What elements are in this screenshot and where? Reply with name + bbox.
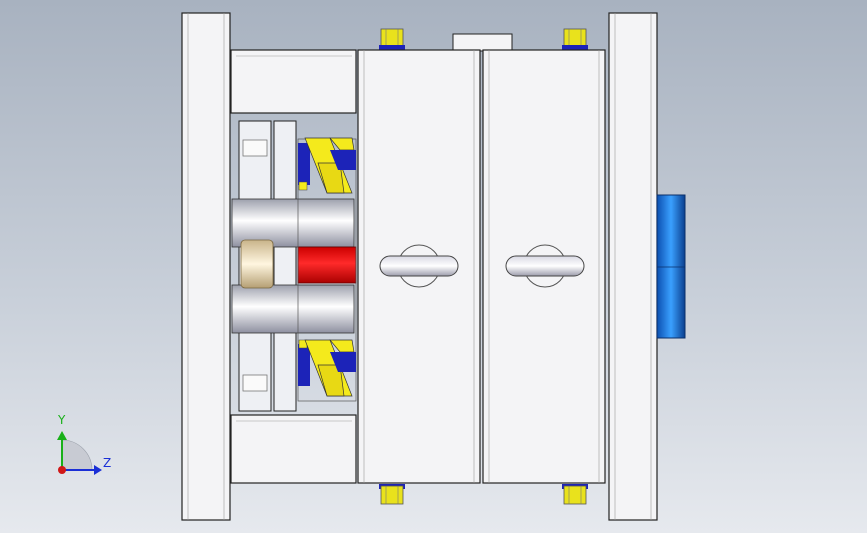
guide-bushing[interactable] — [240, 239, 274, 289]
z-axis-label: Z — [103, 456, 112, 470]
return-pin-lower[interactable] — [231, 284, 355, 334]
nut-bottom-right-icon — [562, 484, 588, 505]
nut-top-right-icon — [562, 28, 588, 50]
y-axis-label: Y — [58, 413, 66, 427]
sprue-puller-red[interactable] — [297, 246, 357, 284]
top-center-tab[interactable] — [452, 33, 513, 52]
locating-ring[interactable] — [656, 194, 686, 339]
lower-spring — [298, 339, 356, 397]
nut-bottom-left-icon — [379, 484, 405, 505]
bottom-spacer-block[interactable] — [230, 414, 357, 484]
core-plate-handle-icon[interactable] — [379, 244, 459, 288]
ejector-plate[interactable] — [273, 120, 297, 412]
return-pin-upper[interactable] — [231, 198, 355, 248]
upper-spring — [298, 137, 356, 194]
left-clamp-plate[interactable] — [181, 12, 231, 521]
coordinate-triad-icon — [57, 431, 102, 475]
top-spacer-block[interactable] — [230, 49, 357, 114]
right-clamp-plate[interactable] — [608, 12, 658, 521]
cavity-plate-handle-icon[interactable] — [505, 244, 585, 288]
nut-top-left-icon — [379, 28, 405, 50]
